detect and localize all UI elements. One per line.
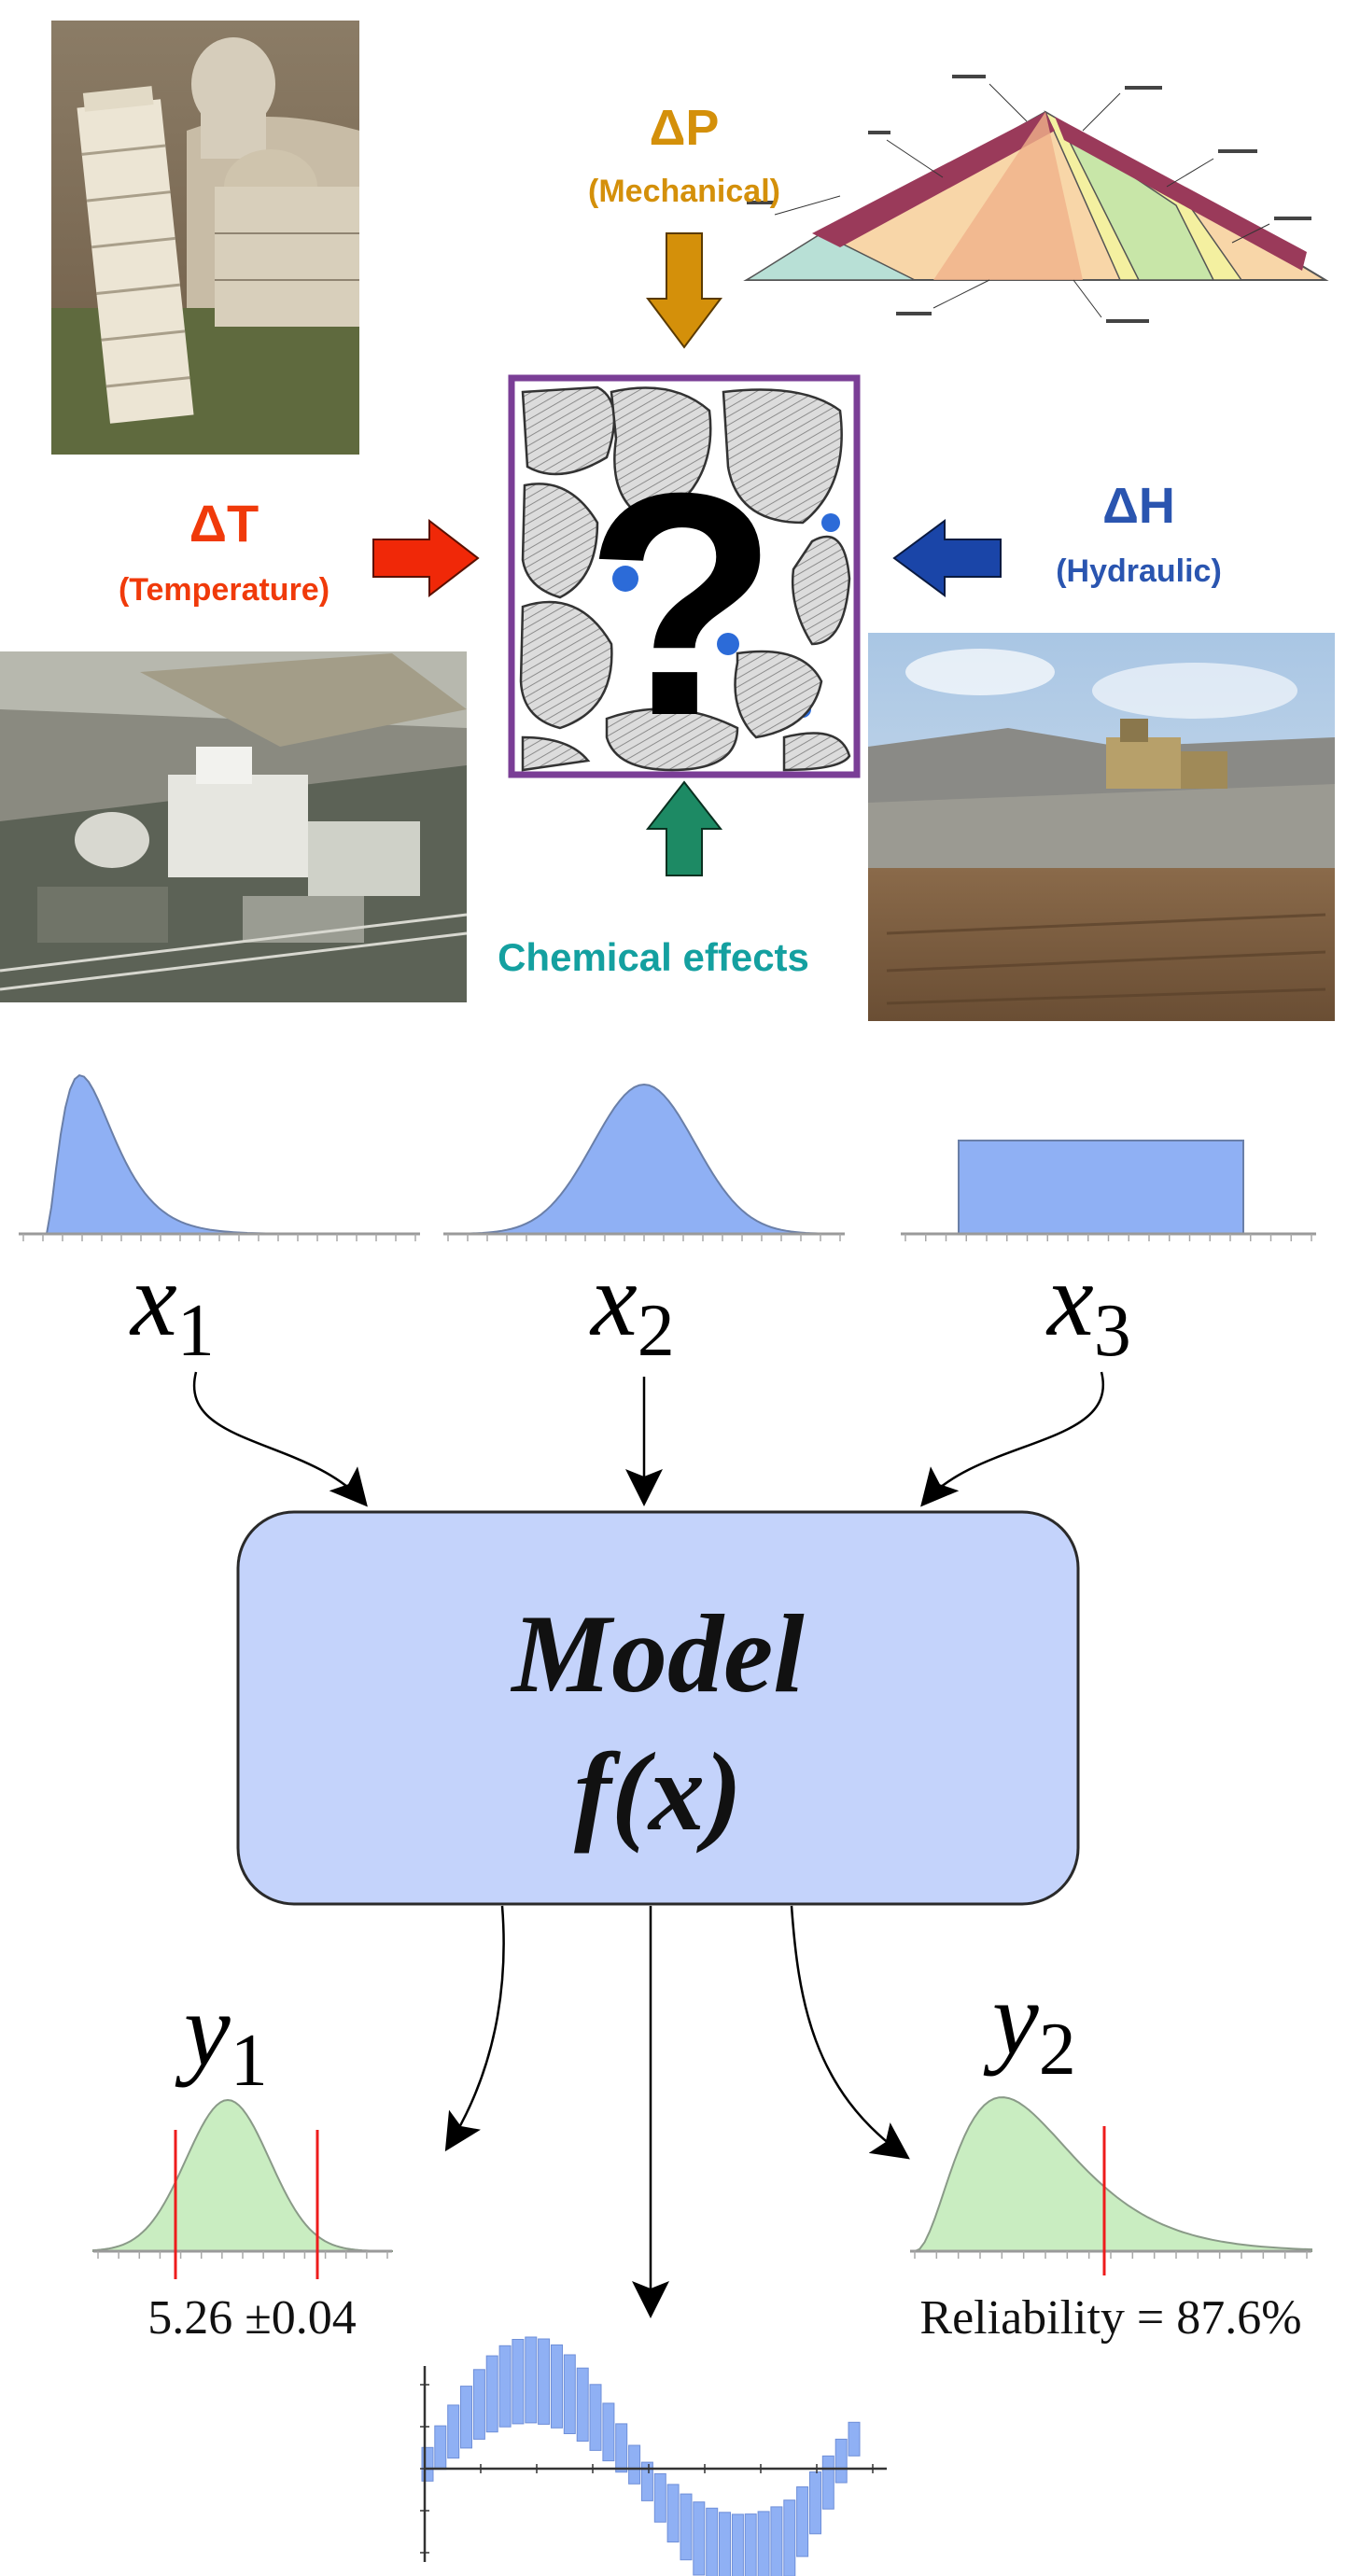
chemical-arrow (645, 780, 723, 876)
field-output-bar (834, 2438, 848, 2484)
soil-box-frame (508, 374, 861, 778)
field-output-bar (731, 2513, 744, 2576)
pdf-ticks-x2 (447, 1234, 841, 1241)
field-output-bar (796, 2486, 809, 2557)
input-pdf-x3 (901, 1140, 1316, 1241)
landfill-photo (868, 633, 1335, 1021)
field-output-bar (472, 2369, 485, 2440)
model-formula: f(x) (574, 1729, 742, 1854)
field-output-bar (666, 2484, 680, 2543)
mechanical-influence: ΔP (Mechanical) (588, 100, 780, 349)
arrow-x1-to-model (192, 1371, 368, 1507)
field-output-bar (602, 2402, 615, 2462)
temperature-arrow (372, 518, 480, 598)
pdf-ticks-x3 (904, 1234, 1312, 1241)
field-output-bar (563, 2354, 576, 2434)
field-output-plot (420, 2336, 887, 2576)
hydraulic-influence: ΔH (Hydraulic) (892, 478, 1222, 597)
output-ticks-y1 (97, 2251, 388, 2259)
input-distributions (19, 1073, 1316, 1241)
field-output-bar (821, 2455, 834, 2510)
temperature-influence: ΔT (Temperature) (119, 494, 480, 608)
temperature-symbol: ΔT (189, 494, 259, 553)
pdf-curve-x3 (958, 1140, 1244, 1235)
field-output-bar (615, 2423, 628, 2473)
model-box: Model f(x) (236, 1510, 1080, 1906)
field-output-bar (434, 2425, 447, 2471)
result-y2: Reliability = 87.6% (919, 2291, 1301, 2345)
output-pdf-y1 (92, 2098, 393, 2252)
output-y1: y1 5.26 ±0.04 (92, 1972, 393, 2345)
arrow-model-to-y2 (790, 1905, 910, 2160)
input-label-x1: x1 (129, 1242, 215, 1372)
mechanical-label: (Mechanical) (588, 174, 780, 209)
field-output-bar (447, 2404, 460, 2459)
input-label-x3: x3 (1045, 1242, 1131, 1372)
chemical-influence: Chemical effects (498, 780, 809, 979)
input-pdf-x2 (443, 1083, 845, 1241)
temperature-label: (Temperature) (119, 572, 329, 608)
input-pdf-x1 (19, 1073, 420, 1241)
field-output-bar (706, 2507, 719, 2576)
field-output-bar (576, 2367, 589, 2442)
field-output-bar (640, 2461, 653, 2501)
field-output-bar (512, 2339, 525, 2425)
pdf-curve-x1 (45, 1073, 420, 1235)
field-output-bar (680, 2493, 693, 2561)
mechanical-symbol: ΔP (650, 100, 720, 156)
input-arrows (192, 1371, 1105, 1507)
field-output-bar (848, 2421, 861, 2457)
output-arrows (444, 1905, 910, 2318)
field-output-bar (498, 2345, 512, 2428)
field-output-ticks (420, 2384, 874, 2554)
leaning-tower-photo (51, 21, 359, 455)
industrial-site-photo (0, 651, 468, 1002)
question-mark: ? (584, 427, 778, 782)
model-title: Model (510, 1591, 805, 1715)
dam-cross-section (737, 56, 1335, 345)
chemical-label: Chemical effects (498, 935, 809, 979)
output-pdf-y2 (914, 2096, 1312, 2252)
hydraulic-symbol: ΔH (1102, 478, 1175, 534)
field-output-bar (485, 2355, 498, 2433)
field-output-bar (783, 2499, 796, 2576)
field-output-bar (757, 2511, 770, 2576)
result-y1: 5.26 ±0.04 (147, 2291, 357, 2345)
pdf-ticks-x1 (22, 1234, 416, 1241)
hydraulic-label: (Hydraulic) (1056, 553, 1222, 589)
pdf-curve-x2 (447, 1083, 841, 1235)
output-y2: y2 Reliability = 87.6% (910, 1961, 1312, 2345)
field-output-bar (525, 2336, 538, 2424)
field-output-bar (653, 2472, 666, 2523)
hydraulic-arrow (892, 519, 1002, 597)
field-output-bar (589, 2384, 602, 2451)
field-output-bar (693, 2501, 706, 2576)
field-output-bar (460, 2386, 472, 2449)
input-label-x2: x2 (589, 1242, 675, 1372)
output-label-y1: y1 (175, 1972, 268, 2102)
output-ticks-y2 (914, 2251, 1308, 2259)
input-labels: x1 x2 x3 (129, 1242, 1131, 1372)
arrow-x3-to-model (920, 1371, 1105, 1507)
field-output-bar (628, 2444, 641, 2485)
soil-question-box: ? (508, 374, 861, 782)
field-output-bar (809, 2471, 821, 2535)
mechanical-arrow (646, 232, 722, 349)
field-output-bar (744, 2513, 757, 2576)
field-output-bar (719, 2512, 731, 2576)
field-output-bar (538, 2338, 551, 2425)
field-output-bar (770, 2506, 783, 2576)
field-output-bars (421, 2336, 861, 2576)
output-label-y2: y2 (983, 1961, 1076, 2091)
arrow-model-to-y1 (444, 1905, 505, 2152)
field-output-bar (551, 2344, 563, 2429)
